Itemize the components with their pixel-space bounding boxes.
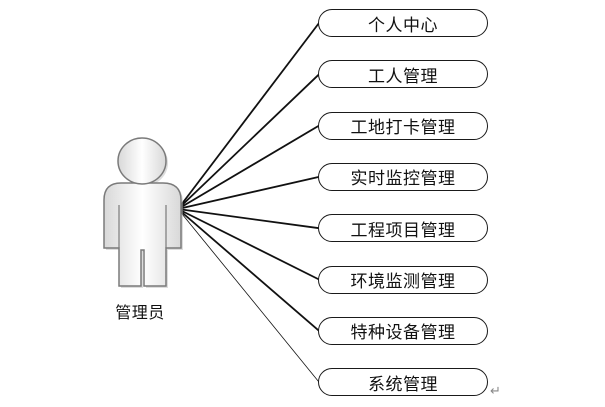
actor-figure-icon [103,137,183,288]
association-line [177,73,320,210]
paragraph-return-mark: ↵ [490,384,501,399]
use-case-oval: 实时监控管理 [318,162,488,191]
use-case-oval: 工人管理 [318,60,488,89]
use-case-oval: 特种设备管理 [318,316,488,345]
association-line [177,176,320,210]
use-case-oval: 环境监测管理 [318,265,488,294]
use-case-oval: 工地打卡管理 [318,111,488,140]
association-line [177,208,320,230]
use-case-oval: 个人中心 [318,9,488,37]
use-case-oval: 系统管理 [318,368,488,397]
association-lines [177,22,320,383]
association-line [177,208,320,281]
association-line [177,124,320,210]
actor-label: 管理员 [115,303,165,322]
association-line [177,208,320,383]
use-case-oval: 工程项目管理 [318,214,488,243]
association-line [177,22,320,210]
association-line [177,208,320,332]
